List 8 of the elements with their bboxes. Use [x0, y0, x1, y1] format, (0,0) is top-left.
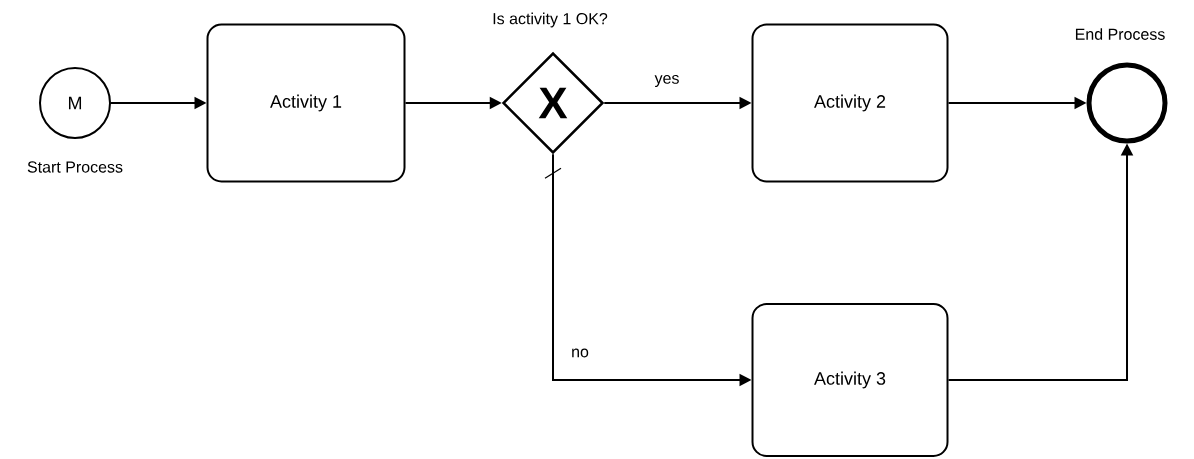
task-box: Activity 2 — [751, 23, 949, 183]
event-label: Is activity 1 OK? — [493, 12, 608, 28]
event-label: Start Process — [27, 161, 123, 173]
task-box: Activity 3 — [751, 303, 949, 457]
task-box: Activity 1 — [206, 23, 406, 183]
edge-label: yes — [652, 73, 682, 89]
event-label: End Process — [1075, 28, 1165, 40]
edge-label: no — [569, 346, 591, 360]
